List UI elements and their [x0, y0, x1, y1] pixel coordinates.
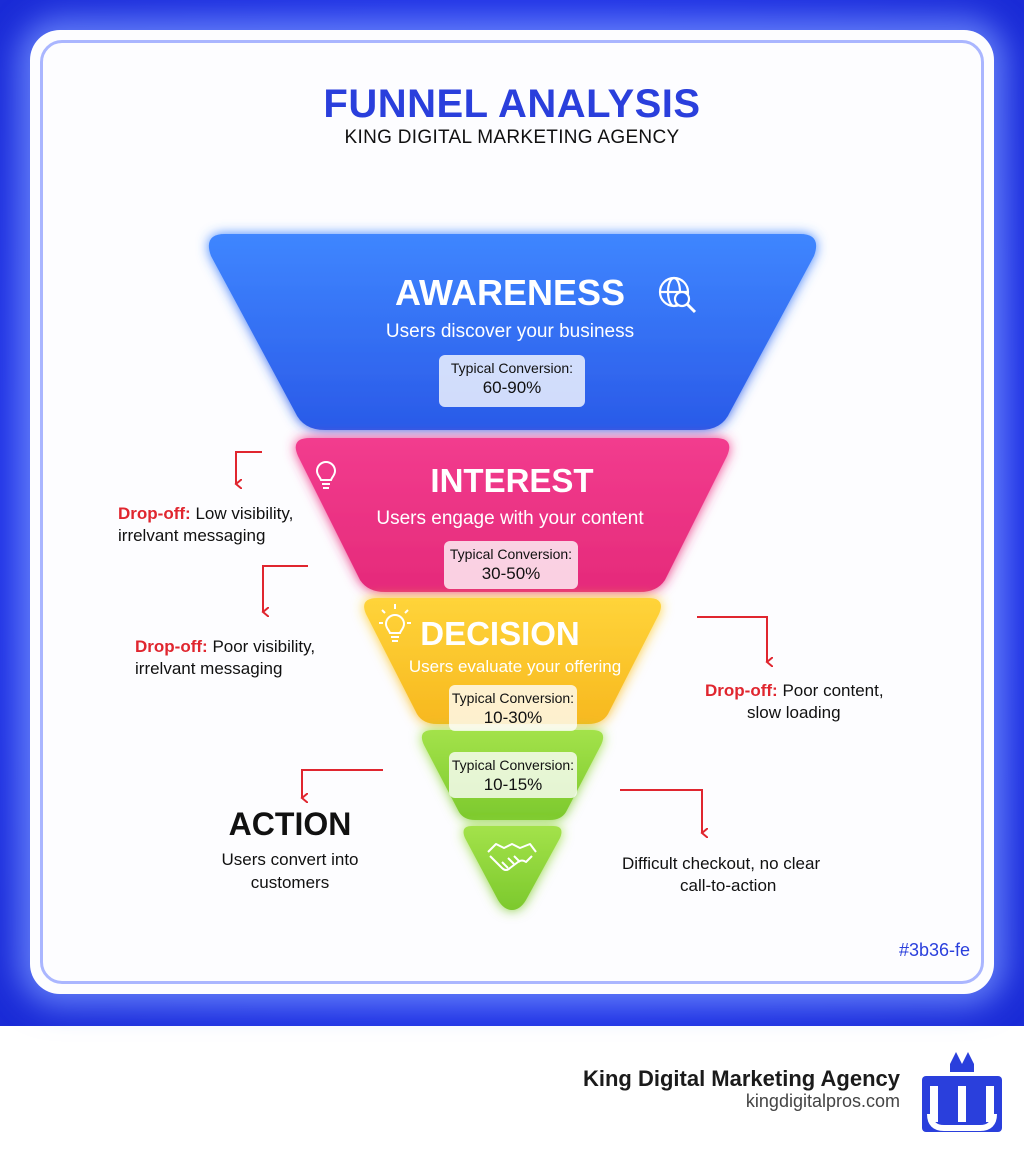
dropoff-text-line1: Low visibility,	[195, 504, 294, 523]
interest-title: INTEREST	[430, 462, 594, 499]
footer-brand-name: King Digital Marketing Agency	[582, 1066, 900, 1091]
awareness-conversion-value: 60-90%	[482, 378, 542, 397]
brand-logo-icon	[922, 1052, 1002, 1132]
dropoff-note-interest: Drop-off: Low visibility, irrelvant mess…	[118, 503, 318, 547]
dropoff-note-decision: Drop-off: Poor visibility, irrelvant mes…	[135, 636, 335, 680]
action-conversion-value: 10-15%	[483, 775, 543, 794]
decision-description: Users evaluate your offering	[408, 657, 622, 676]
action-title: ACTION	[228, 806, 352, 842]
action-description: Users convert into customers	[190, 848, 390, 894]
action-description-line1: Users convert into	[221, 850, 359, 869]
dropoff-arrow-checkout	[620, 789, 702, 833]
decision-conversion-value: 10-30%	[483, 708, 543, 727]
awareness-conversion-label: Typical Conversion:	[450, 360, 574, 376]
dropoff-note-right: Drop-off: Poor content, slow loading	[705, 680, 945, 724]
dropoff-arrow-action	[302, 769, 383, 798]
action-description-line2: customers	[250, 873, 330, 892]
decision-conversion-badge: Typical Conversion: 10-30%	[449, 685, 577, 731]
dropoff-text-line2: irrelvant messaging	[118, 526, 266, 545]
dropoff-text-line2: call-to-action	[680, 876, 777, 895]
bright-lightbulb-icon	[379, 604, 411, 642]
decision-title: DECISION	[420, 615, 580, 652]
awareness-conversion-badge: Typical Conversion: 60-90%	[439, 355, 585, 407]
dropoff-label: Drop-off:	[705, 681, 778, 700]
dropoff-note-checkout: Difficult checkout, no clear call-to-act…	[622, 853, 882, 897]
handshake-icon	[487, 843, 537, 871]
dropoff-text-line2: irrelvant messaging	[135, 659, 283, 678]
awareness-description: Users discover your business	[385, 321, 635, 342]
dropoff-arrow-decision	[263, 565, 308, 612]
page-subtitle: KING DIGITAL MARKETING AGENCY	[344, 127, 680, 148]
decision-segment	[364, 598, 661, 724]
interest-conversion-label: Typical Conversion:	[449, 546, 573, 562]
dropoff-arrow-right	[697, 616, 767, 662]
dropoff-arrow-interest	[236, 451, 262, 484]
decision-conversion-label: Typical Conversion:	[451, 690, 575, 706]
dropoff-label: Drop-off:	[135, 637, 208, 656]
dropoff-text-line1: Poor content,	[782, 681, 884, 700]
action-conversion-label: Typical Conversion:	[451, 757, 575, 773]
interest-conversion-value: 30-50%	[481, 564, 541, 583]
magnifier-globe-icon	[658, 276, 697, 314]
lightbulb-icon	[315, 460, 337, 489]
dropoff-label: Drop-off:	[118, 504, 191, 523]
dropoff-text-line1: Difficult checkout, no clear	[622, 854, 821, 873]
awareness-title: AWARENESS	[394, 272, 626, 313]
action-conversion-badge: Typical Conversion: 10-15%	[449, 752, 577, 798]
dropoff-text-line2: slow loading	[747, 703, 841, 722]
interest-conversion-badge: Typical Conversion: 30-50%	[444, 541, 578, 589]
card-border	[40, 40, 984, 984]
reference-code: #3b36-fe	[898, 940, 970, 960]
page-title: FUNNEL ANALYSIS	[323, 82, 701, 126]
interest-segment	[295, 438, 730, 592]
footer-brand-url[interactable]: kingdigitalpros.com	[745, 1091, 900, 1111]
dropoff-text-line1: Poor visibility,	[212, 637, 316, 656]
conversion-segment	[463, 826, 562, 910]
interest-description: Users engage with your content	[376, 508, 644, 529]
